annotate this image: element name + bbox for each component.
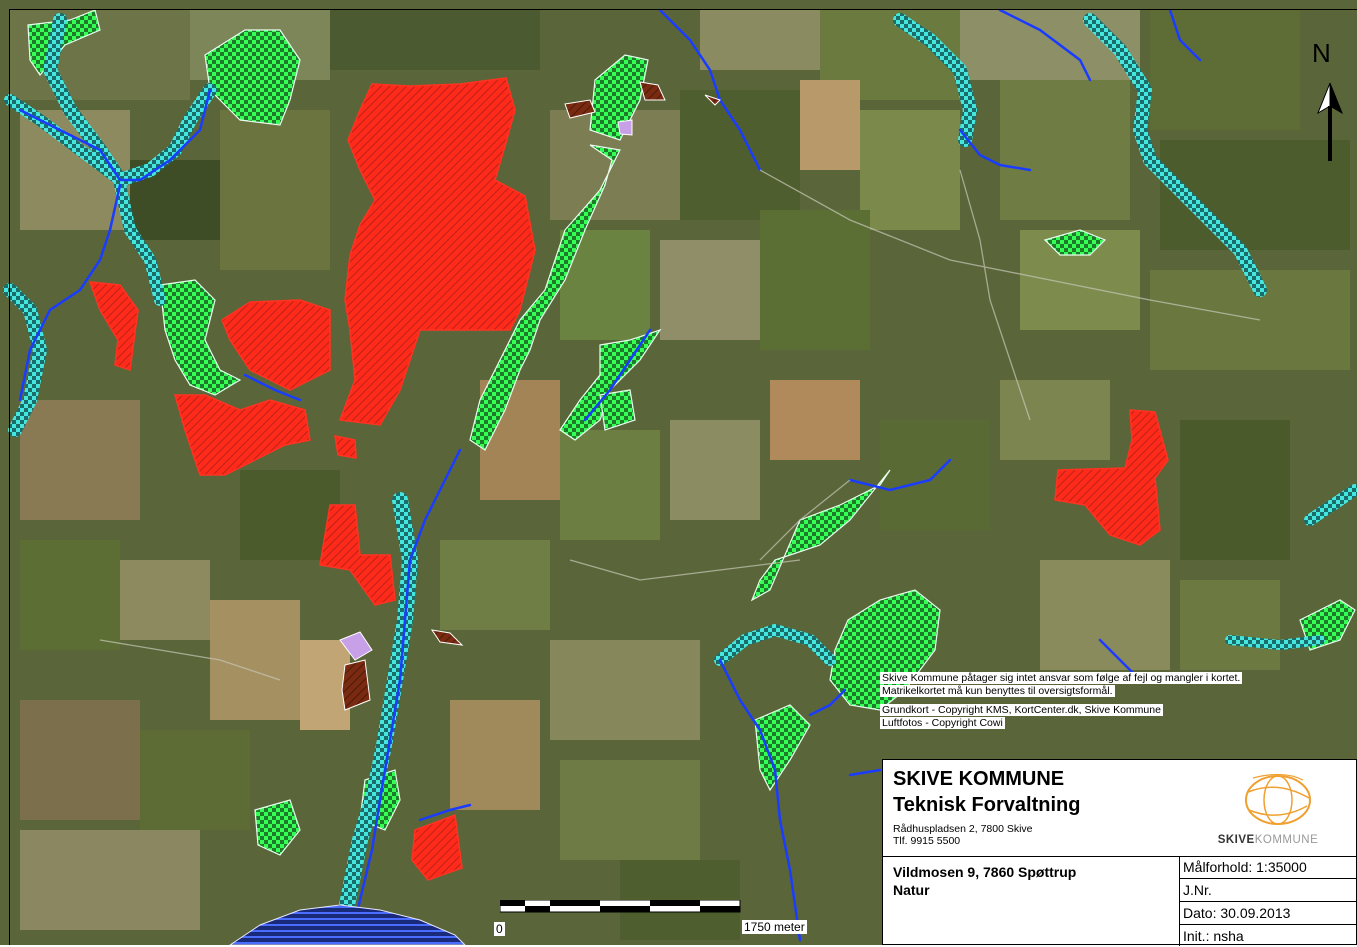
department-name: Teknisk Forvaltning bbox=[893, 794, 1081, 816]
red-hatched-areas bbox=[88, 77, 1169, 881]
map-topic: Natur bbox=[893, 882, 930, 898]
scale-bar: 0 1750 meter bbox=[494, 898, 828, 943]
north-label: N bbox=[1312, 38, 1331, 68]
organization-name: SKIVE KOMMUNE bbox=[893, 768, 1065, 790]
green-nature-areas bbox=[27, 9, 1356, 856]
address-line: Rådhuspladsen 2, 7800 Skive bbox=[893, 823, 1033, 835]
north-arrow-icon bbox=[1316, 82, 1344, 161]
journal-number: J.Nr. bbox=[1179, 879, 1356, 902]
initials-field: Init.: nsha bbox=[1183, 928, 1244, 944]
title-block: SKIVE KOMMUNE Teknisk Forvaltning Rådhus… bbox=[882, 759, 1357, 947]
copyright-line-2: Luftfotos - Copyright Cowi bbox=[880, 717, 1005, 729]
map-disclaimer: Skive Kommune påtager sig intet ansvar s… bbox=[880, 672, 1352, 730]
phone-line: Tlf. 9915 5500 bbox=[893, 835, 961, 847]
other-nature-types bbox=[339, 81, 721, 711]
scale-start-label: 0 bbox=[494, 922, 505, 936]
disclaimer-line-1: Skive Kommune påtager sig intet ansvar s… bbox=[880, 672, 1243, 684]
municipality-logo: SKIVEKOMMUNE bbox=[1193, 770, 1343, 850]
copyright-line-1: Grundkort - Copyright KMS, KortCenter.dk… bbox=[880, 704, 1163, 716]
property-address: Vildmosen 9, 7860 Spøttrup bbox=[893, 864, 1077, 880]
scale-ratio: Målforhold: 1:35000 bbox=[1179, 856, 1356, 879]
field-patches bbox=[10, 10, 1350, 940]
scale-end-label: 1750 meter bbox=[742, 920, 807, 934]
roads bbox=[99, 169, 1261, 681]
title-block-subject: Vildmosen 9, 7860 Spøttrup Natur bbox=[883, 856, 1180, 946]
title-block-meta: Målforhold: 1:35000 J.Nr. Dato: 30.09.20… bbox=[1179, 856, 1356, 947]
blue-streams bbox=[18, 8, 1202, 945]
north-arrow: N bbox=[1300, 38, 1357, 168]
scale-bar-graphic bbox=[500, 900, 741, 913]
title-block-header: SKIVE KOMMUNE Teknisk Forvaltning Rådhus… bbox=[883, 760, 1356, 857]
globe-logo-icon bbox=[1245, 773, 1311, 825]
logo-wordmark: SKIVEKOMMUNE bbox=[1217, 834, 1319, 846]
date-field: Dato: 30.09.2013 bbox=[1179, 902, 1356, 925]
disclaimer-line-2: Matrikelkortet må kun benyttes til overs… bbox=[880, 685, 1115, 697]
contact-info: Rådhuspladsen 2, 7800 Skive Tlf. 9915 55… bbox=[893, 823, 1033, 847]
lake-area bbox=[229, 904, 466, 945]
